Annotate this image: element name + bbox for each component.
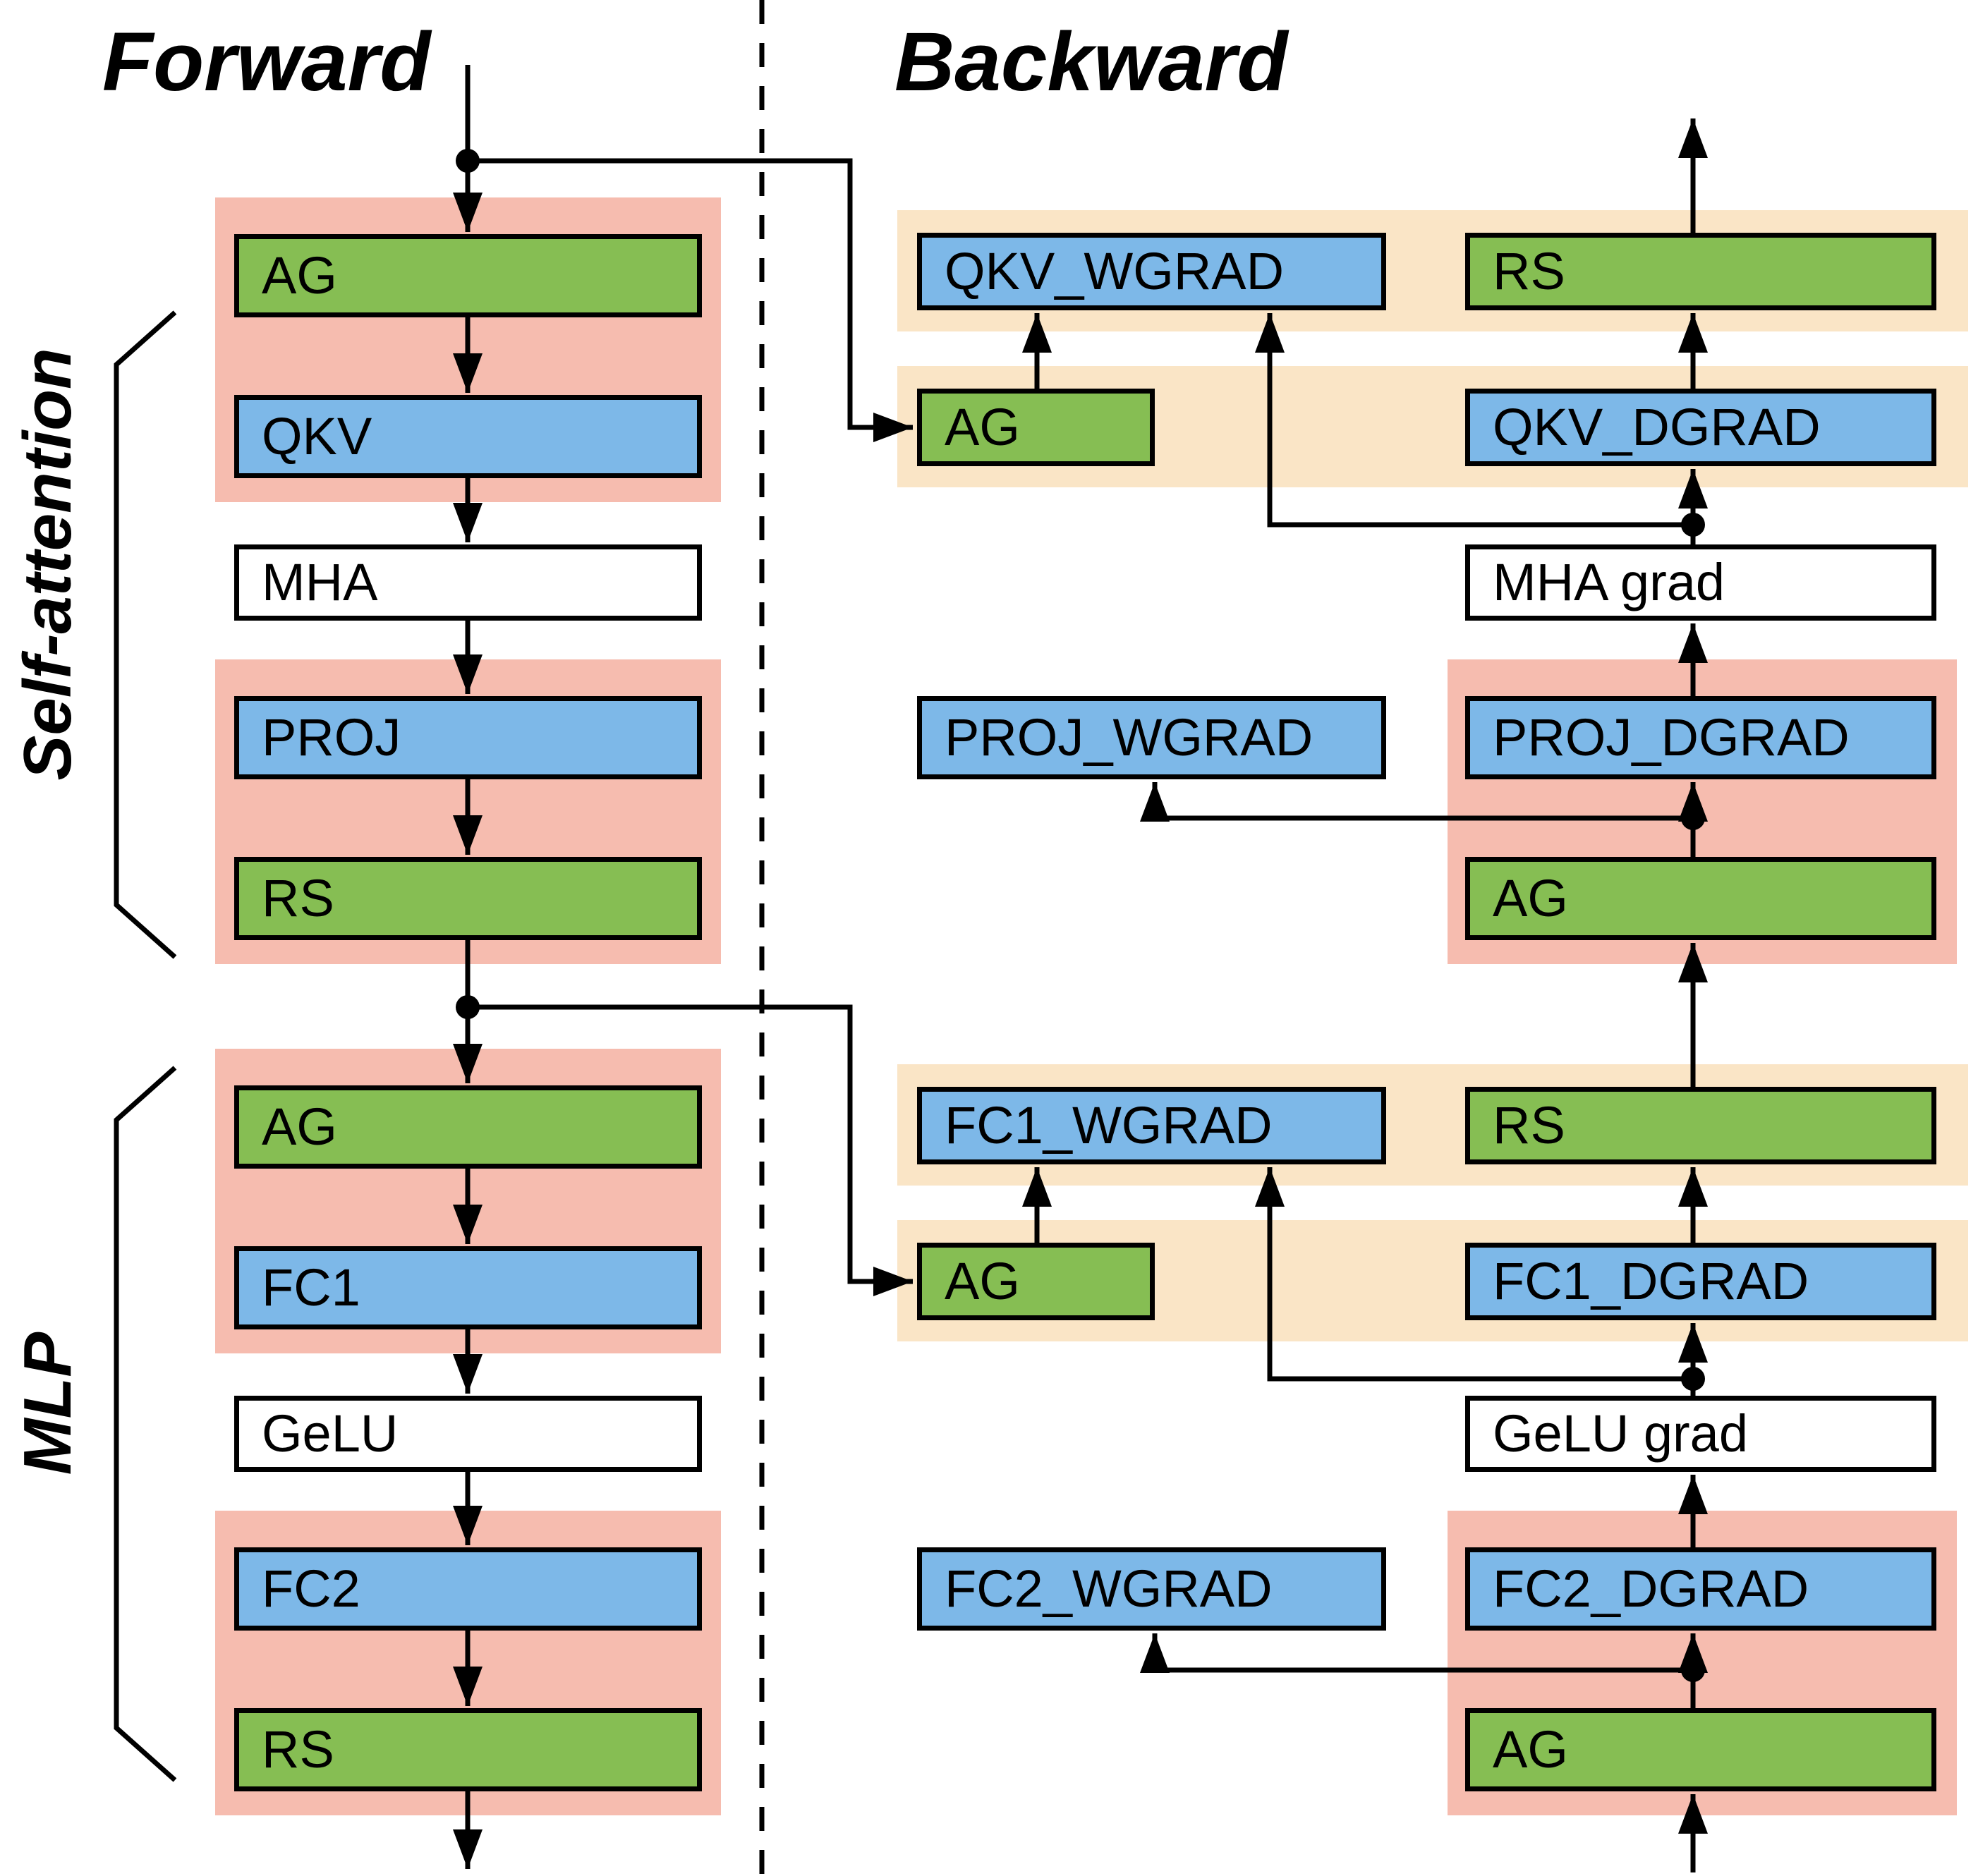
backward-fc1-dgrad-box: FC1_DGRAD xyxy=(1465,1243,1936,1320)
forward-fc2-gemm-box: FC2 xyxy=(234,1547,702,1631)
mlp-group-label: MLP xyxy=(10,1332,85,1475)
backward-proj-wgrad-box: PROJ_WGRAD xyxy=(917,696,1386,779)
junction-dot-fc2-grad xyxy=(1681,1658,1705,1682)
forward-mlp-reducescatter-box: RS xyxy=(234,1708,702,1791)
connector-grad-branch-to-qkv-wgrad xyxy=(1255,313,1693,528)
backward-fc1-wgrad-box: FC1_WGRAD xyxy=(917,1087,1386,1164)
connector-activation-branch-mlp xyxy=(468,1004,913,1296)
backward-proj-dgrad-box: PROJ_DGRAD xyxy=(1465,696,1936,779)
backward-qkv-dgrad-box: QKV_DGRAD xyxy=(1465,389,1936,466)
connector-grad-branch-to-proj-wgrad xyxy=(1140,782,1693,822)
junction-dot-mlp-activation xyxy=(456,995,480,1019)
self-attention-group-label: Self-attention xyxy=(10,348,85,781)
junction-dot-attn-activation xyxy=(456,149,480,173)
forward-attn-reducescatter-box: RS xyxy=(234,857,702,940)
forward-proj-gemm-box: PROJ xyxy=(234,696,702,779)
forward-mha-box: MHA xyxy=(234,544,702,621)
backward-fc2-wgrad-box: FC2_WGRAD xyxy=(917,1547,1386,1631)
forward-mlp-allgather-box: AG xyxy=(234,1085,702,1169)
backward-mlp-allgather-box: AG xyxy=(917,1243,1155,1320)
backward-attn-reducescatter-box: RS xyxy=(1465,233,1936,310)
forward-gelu-box: GeLU xyxy=(234,1396,702,1472)
junction-dot-mha-grad xyxy=(1681,513,1705,537)
backward-fc2-dgrad-box: FC2_DGRAD xyxy=(1465,1547,1936,1631)
backward-attn-allgather-box: AG xyxy=(917,389,1155,466)
backward-qkv-wgrad-box: QKV_WGRAD xyxy=(917,233,1386,310)
backward-mha-grad-box: MHA grad xyxy=(1465,544,1936,621)
backward-gelu-grad-box: GeLU grad xyxy=(1465,1396,1936,1472)
self-attention-bracket xyxy=(114,310,177,959)
mlp-bracket xyxy=(114,1066,177,1782)
forward-qkv-gemm-box: QKV xyxy=(234,395,702,478)
backward-mlp-reducescatter-box: RS xyxy=(1465,1087,1936,1164)
forward-attn-allgather-box: AG xyxy=(234,234,702,317)
backward-attn-allgather2-box: AG xyxy=(1465,857,1936,940)
backward-title: Backward xyxy=(894,16,1288,109)
connector-activation-branch-attn xyxy=(468,158,913,442)
junction-dot-proj-grad xyxy=(1681,806,1705,830)
junction-dot-gelu-grad xyxy=(1681,1367,1705,1391)
backward-mlp-allgather2-box: AG xyxy=(1465,1708,1936,1791)
connector-grad-branch-to-fc1-wgrad xyxy=(1255,1167,1693,1382)
forward-fc1-gemm-box: FC1 xyxy=(234,1246,702,1329)
forward-title: Forward xyxy=(102,16,431,109)
connector-grad-branch-to-fc2-wgrad xyxy=(1140,1633,1693,1673)
